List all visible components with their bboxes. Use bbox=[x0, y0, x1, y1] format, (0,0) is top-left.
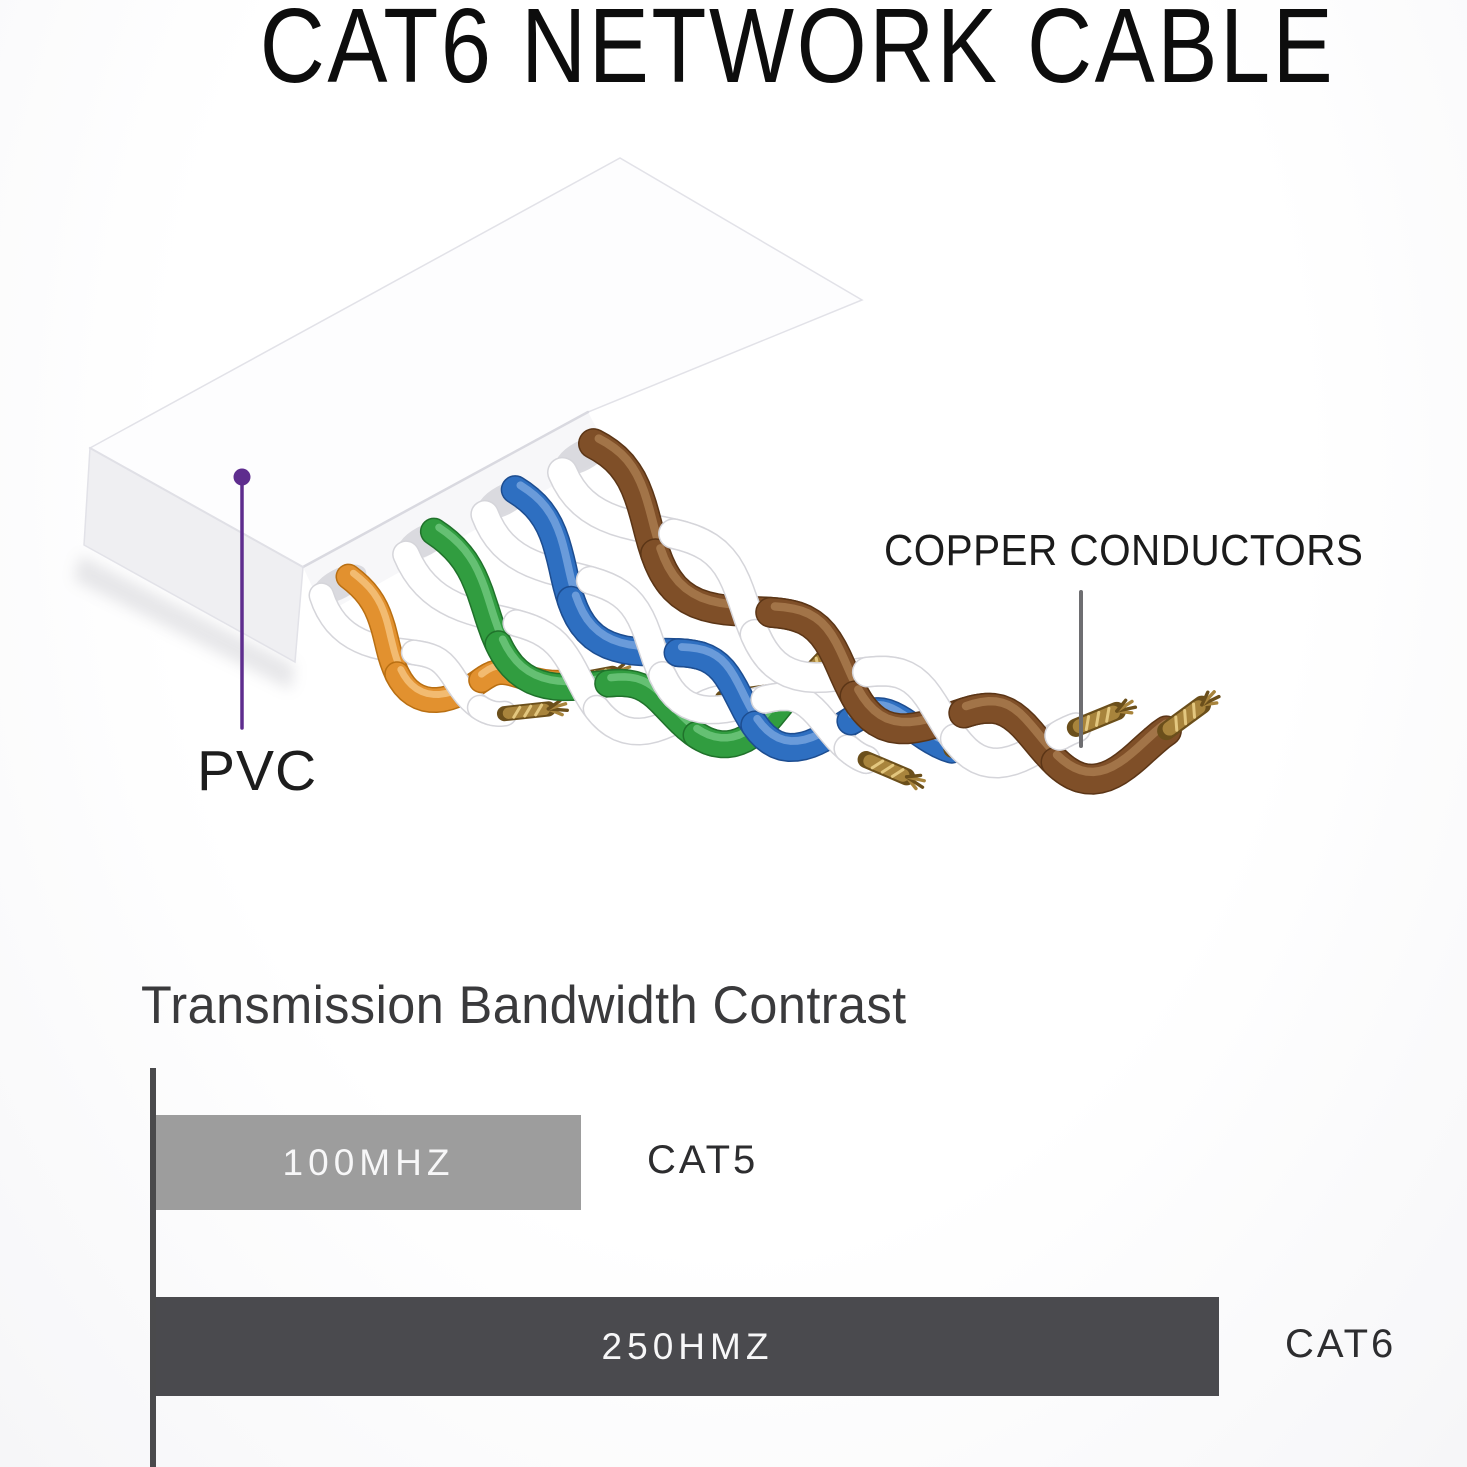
chart-title: Transmission Bandwidth Contrast bbox=[141, 976, 907, 1035]
category-label-cat6: CAT6 bbox=[1285, 1322, 1397, 1366]
chart-y-axis-line bbox=[150, 1068, 156, 1467]
bar-cat6: 250HMZ bbox=[156, 1297, 1219, 1396]
page-title: CAT6 NETWORK CABLE bbox=[259, 0, 1336, 105]
bar-value-label-cat6: 250HMZ bbox=[601, 1325, 774, 1367]
bar-value-label-cat5: 100MHZ bbox=[282, 1141, 455, 1183]
copper-conductors-label: COPPER CONDUCTORS bbox=[884, 526, 1364, 575]
twisted-pair-brown bbox=[547, 428, 1221, 795]
cable-illustration bbox=[74, 157, 1221, 795]
pvc-label: PVC bbox=[197, 739, 318, 803]
pvc-pointer-dot bbox=[233, 468, 251, 486]
bar-cat5: 100MHZ bbox=[156, 1115, 581, 1210]
category-label-cat5: CAT5 bbox=[647, 1138, 759, 1182]
pvc-pointer bbox=[233, 468, 251, 730]
